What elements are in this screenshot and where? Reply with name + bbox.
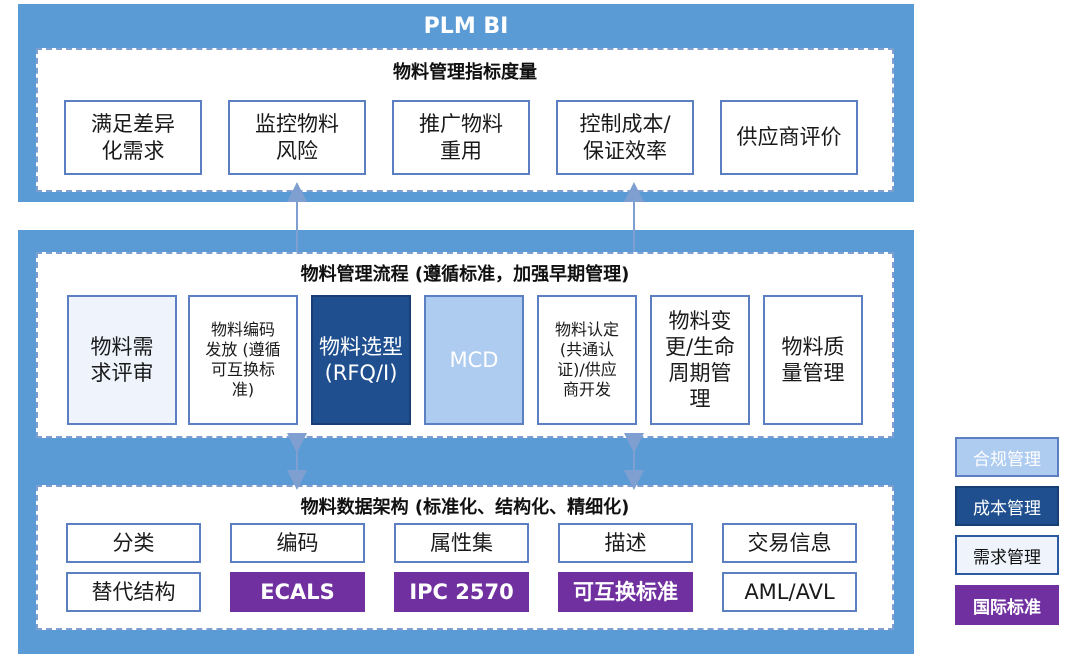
metrics-title: 物料管理指标度量 <box>393 62 537 83</box>
architecture-box: AML/AVL <box>722 572 857 612</box>
process-box: 物料质 量管理 <box>763 295 863 425</box>
architecture-box: 编码 <box>230 523 365 563</box>
architecture-box: 属性集 <box>394 523 529 563</box>
metric-box: 监控物料 风险 <box>228 100 366 175</box>
legend-item-demand: 需求管理 <box>955 535 1059 575</box>
metric-box: 满足差异 化需求 <box>64 100 202 175</box>
architecture-box-standard: IPC 2570 <box>394 572 529 612</box>
panel-title: PLM BI <box>423 14 509 39</box>
architecture-box-standard: 可互换标准 <box>558 572 693 612</box>
legend-item-cost: 成本管理 <box>955 486 1059 526</box>
process-title: 物料管理流程 (遵循标准，加强早期管理) <box>300 264 630 285</box>
legend-item-compliance: 合规管理 <box>955 437 1059 477</box>
process-box: 物料编码 发放 (遵循 可互换标 准) <box>188 295 298 425</box>
process-box: 物料选型 (RFQ/I) <box>311 295 411 425</box>
architecture-box: 替代结构 <box>66 572 201 612</box>
architecture-box: 描述 <box>558 523 693 563</box>
process-box: 物料需 求评审 <box>67 295 177 425</box>
process-box: 物料变 更/生命 周期管 理 <box>650 295 750 425</box>
architecture-title: 物料数据架构 (标准化、结构化、精细化) <box>300 497 630 518</box>
metric-box: 供应商评价 <box>720 100 858 175</box>
metric-box: 推广物料 重用 <box>392 100 530 175</box>
architecture-box: 交易信息 <box>722 523 857 563</box>
architecture-box-standard: ECALS <box>230 572 365 612</box>
process-box: 物料认定 (共通认 证)/供应 商开发 <box>537 295 637 425</box>
metric-box: 控制成本/ 保证效率 <box>556 100 694 175</box>
process-box: MCD <box>424 295 524 425</box>
product-collaboration-label: 产品协同 <box>429 457 501 478</box>
legend-item-standard: 国际标准 <box>955 585 1059 625</box>
architecture-box: 分类 <box>66 523 201 563</box>
